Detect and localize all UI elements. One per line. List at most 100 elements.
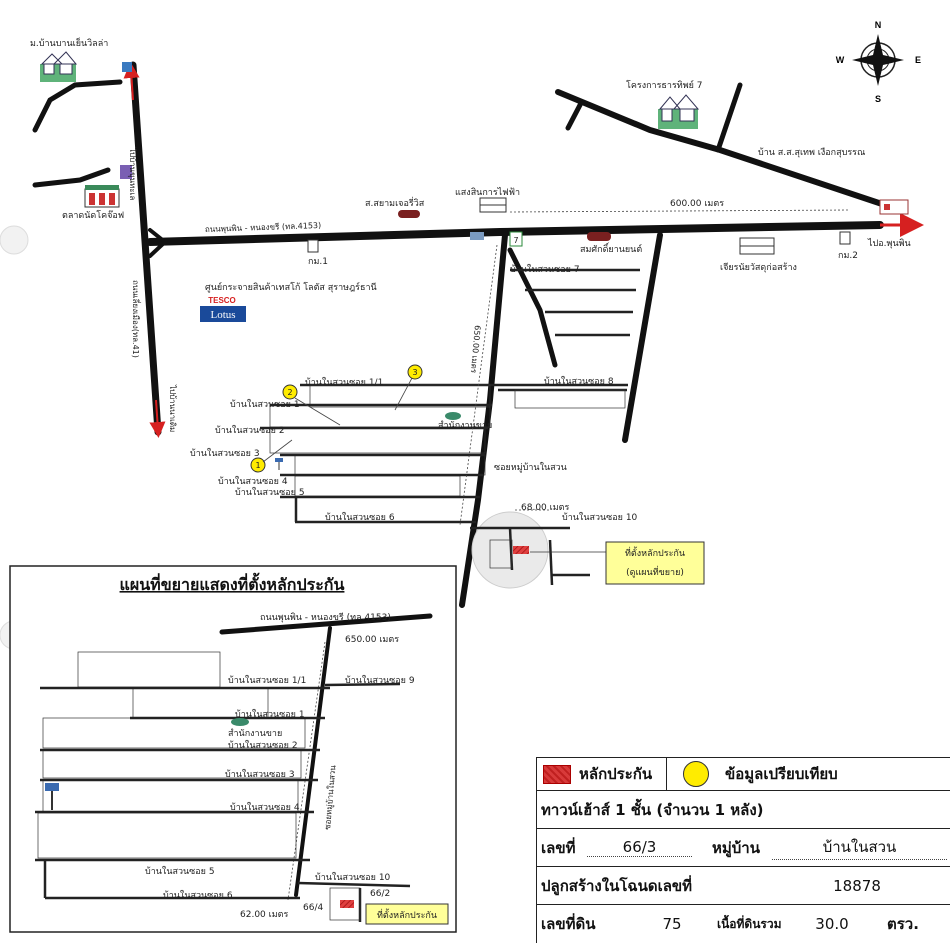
map-label: บ้านในสวนซอย 8 bbox=[544, 376, 614, 387]
seven-eleven-icon: 7 bbox=[509, 231, 523, 247]
building-icon bbox=[122, 62, 132, 72]
comparable-1: 1 bbox=[250, 457, 266, 473]
map-label: ถนนพุนพิน - หนองขรี (ทล.4153) bbox=[260, 612, 391, 623]
map-label: ที่ตั้งหลักประกัน bbox=[625, 546, 685, 559]
map-label: บ้านในสวนซอย 1/1 bbox=[228, 675, 306, 686]
map-label: ส.สยามเจอรี่วิส bbox=[365, 196, 425, 209]
map-label: บ้านในสวนซอย 3 bbox=[190, 448, 260, 459]
map-label: 3 bbox=[412, 368, 417, 377]
map-label: E bbox=[915, 55, 921, 65]
map-label: บ้านในสวนซอย 4 bbox=[230, 802, 300, 813]
area-label: เนื้อที่ดินรวม bbox=[717, 916, 782, 931]
map-label: บ้านในสวนซอย 2 bbox=[228, 740, 298, 751]
building-icon bbox=[479, 197, 507, 213]
map-label: บ้านในสวนซอย 6 bbox=[163, 890, 233, 901]
village-house-icon bbox=[40, 51, 78, 82]
land-row: เลขที่ดิน 75 เนื้อที่ดินรวม 30.0 ตรว. bbox=[537, 905, 950, 943]
map-label: 600.00 เมตร bbox=[670, 199, 724, 209]
map-label: สมศักดิ์ยานยนต์ bbox=[580, 242, 642, 255]
map-label: บ้านในสวนซอย 10 bbox=[562, 512, 638, 523]
village-value: บ้านในสวน bbox=[772, 835, 947, 860]
highway-41 bbox=[129, 61, 162, 436]
map-label: แสงสินการไฟฟ้า bbox=[455, 187, 520, 198]
map-label: ศูนย์กระจายสินค้าเทสโก้ โลตัส สุราษฎร์ธา… bbox=[205, 281, 377, 293]
map-label: 650.00 เมตร bbox=[469, 325, 482, 374]
comparable-3: 3 bbox=[407, 364, 423, 380]
collateral-marker bbox=[340, 900, 354, 908]
map-label: ม.บ้านบานเย็นวิลล่า bbox=[30, 36, 108, 49]
building-icon bbox=[470, 232, 484, 240]
map-label: ตลาดนัดโคจ๊อฟ bbox=[62, 210, 124, 221]
water-tower-icon bbox=[275, 458, 283, 470]
map-label: ที่ตั้งหลักประกัน bbox=[377, 908, 437, 921]
car-icon bbox=[587, 232, 611, 241]
map-label: 2 bbox=[287, 388, 292, 397]
map-label: โครงการธารทิพย์ 7 bbox=[626, 79, 703, 91]
map-label: กม.1 bbox=[308, 257, 328, 267]
area-value: 30.0 bbox=[815, 915, 849, 933]
map-label: N bbox=[875, 20, 882, 30]
property-type: ทาวน์เฮ้าส์ 1 ชั้น (จำนวน 1 หลัง) bbox=[541, 800, 764, 819]
market-icon bbox=[84, 185, 120, 208]
map-label: 68.00 เมตร bbox=[521, 503, 569, 513]
map-label: (ดูแผนที่ขยาย) bbox=[626, 565, 684, 578]
water-tower-icon bbox=[45, 783, 59, 810]
deed-label: ปลูกสร้างในโฉนดเลขที่ bbox=[541, 876, 693, 895]
deed-value: 18878 bbox=[833, 876, 881, 895]
map-label: บ้านในสวนซอย 9 bbox=[345, 675, 415, 686]
map-label: Lotus bbox=[210, 309, 235, 321]
legend-collateral: หลักประกัน bbox=[537, 758, 667, 790]
red-arrow-icon bbox=[149, 399, 166, 438]
building-icon bbox=[839, 231, 851, 245]
map-label: ซอยหมู่บ้านในสวน bbox=[494, 462, 567, 473]
map-label: บ้านในสวนซอย 4 bbox=[218, 476, 288, 487]
map-label: บ้านในสวนซอย 2 bbox=[215, 425, 285, 436]
area-unit: ตรว. bbox=[887, 915, 919, 933]
main-road-4153 bbox=[146, 221, 884, 246]
legend-comparable: ข้อมูลเปรียบเทียบ bbox=[667, 758, 950, 790]
collateral-area bbox=[470, 509, 590, 589]
collateral-marker bbox=[513, 546, 529, 554]
land-no-label: เลขที่ดิน bbox=[541, 915, 596, 933]
map-label: กม.2 bbox=[838, 251, 858, 261]
map-label: บ้านในสวนซอย 1 bbox=[235, 709, 305, 720]
compass-rose-icon: N S W E bbox=[836, 20, 921, 104]
map-label: 62.00 เมตร bbox=[240, 910, 288, 920]
svg-text:7: 7 bbox=[513, 236, 518, 245]
comparable-swatch-icon bbox=[683, 761, 709, 787]
map-label: 66/2 bbox=[370, 889, 390, 899]
collateral-swatch-icon bbox=[543, 764, 571, 784]
no-label: เลขที่ bbox=[541, 838, 576, 857]
no-value: 66/3 bbox=[587, 838, 692, 857]
comparable-2: 2 bbox=[282, 384, 298, 400]
map-label: ไปอ.พุนพิน bbox=[867, 238, 911, 249]
binder-hole bbox=[0, 225, 29, 255]
map-label: ไปบ้านนาเดิม bbox=[168, 384, 177, 432]
main-soi bbox=[459, 232, 508, 608]
map-label: S bbox=[875, 94, 881, 104]
property-info-panel: หลักประกัน ข้อมูลเปรียบเทียบ ทาวน์เฮ้าส์… bbox=[536, 757, 950, 943]
pond-icon bbox=[231, 718, 249, 726]
map-label: TESCO bbox=[208, 296, 236, 305]
map-label: สำนักงานขาย bbox=[228, 728, 282, 739]
map-label: บ้านในสวนซอย 10 bbox=[315, 872, 391, 883]
map-label: บ้านในสวนซอย 7 bbox=[510, 264, 580, 275]
housing-plots bbox=[269, 384, 626, 497]
property-type-row: ทาวน์เฮ้าส์ 1 ชั้น (จำนวน 1 หลัง) bbox=[537, 791, 950, 829]
map-label: 66/4 bbox=[303, 903, 323, 913]
map-label: บ้านในสวนซอย 5 bbox=[145, 866, 215, 877]
map-label: บ้านในสวนซอย 1 bbox=[230, 399, 300, 410]
map-label: W bbox=[836, 55, 845, 65]
red-arrow-icon bbox=[123, 62, 140, 101]
road-to-project7 bbox=[555, 89, 888, 208]
map-label: บ้านในสวนซอย 6 bbox=[325, 512, 395, 523]
map-label: บ้านในสวนซอย 5 bbox=[235, 487, 305, 498]
car-icon bbox=[398, 210, 420, 218]
map-label: 650.00 เมตร bbox=[345, 635, 399, 645]
inset-map: แผนที่ขยายแสดงที่ตั้งหลักประกัน ถนนพุนพิ… bbox=[9, 565, 457, 933]
map-label: บ้าน ส.ส.สุเทพ เงือกสุบรรณ bbox=[758, 147, 865, 158]
map-label: บ้านในสวนซอย 1/1 bbox=[305, 377, 383, 388]
building-icon bbox=[120, 165, 132, 179]
land-no-value: 75 bbox=[662, 915, 682, 933]
